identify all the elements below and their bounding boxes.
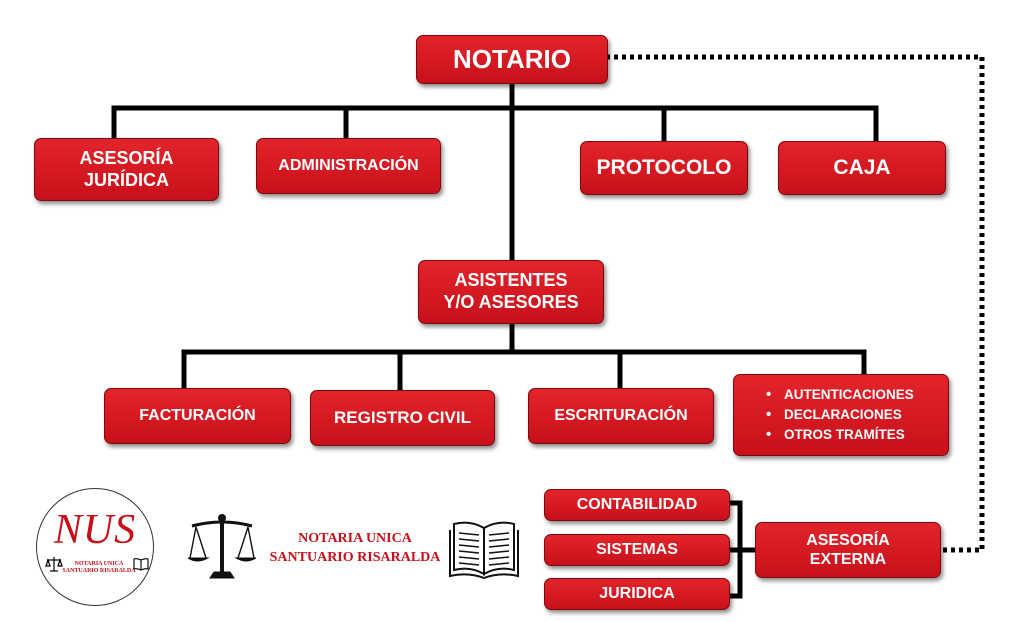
nus-logo: NUS NOTARIA UNICA SANTUARIO RISARALDA <box>36 488 154 606</box>
small-scales-icon <box>45 557 63 572</box>
nus-logo-caption-1: NOTARIA UNICA <box>74 561 124 567</box>
protocolo-label: PROTOCOLO <box>596 156 732 180</box>
tramite-declaraciones: DECLARACIONES <box>766 405 914 425</box>
nus-monogram: NUS <box>53 507 137 553</box>
asistentes-label-2: Y/O ASESORES <box>443 292 579 312</box>
asistentes-label-1: ASISTENTES <box>454 270 568 291</box>
notaria-name: NOTARIA UNICA SANTUARIO RISARALDA <box>262 530 448 568</box>
facturacion-label: FACTURACIÓN <box>139 407 256 425</box>
asesoria-juridica-box[interactable]: ASESORÍA JURÍDICA <box>34 138 219 201</box>
registro-civil-box[interactable]: REGISTRO CIVIL <box>310 390 495 446</box>
open-book-icon <box>449 521 519 580</box>
notaria-name-line-2: SANTUARIO RISARALDA <box>269 549 441 565</box>
tramite-otros: OTROS TRAMÍTES <box>766 425 914 445</box>
caja-box[interactable]: CAJA <box>778 141 946 195</box>
small-book-icon <box>133 558 149 571</box>
caja-label: CAJA <box>833 156 891 180</box>
tramite-autenticaciones: AUTENTICACIONES <box>766 385 914 405</box>
nus-logo-caption: NOTARIA UNICA SANTUARIO RISARALDA <box>61 561 137 575</box>
asesoria-juridica-label-2: JURÍDICA <box>83 169 169 190</box>
sistemas-box[interactable]: SISTEMAS <box>544 534 730 566</box>
notario-box[interactable]: NOTARIO <box>416 35 608 84</box>
registro-civil-label: REGISTRO CIVIL <box>334 407 471 427</box>
contabilidad-box[interactable]: CONTABILIDAD <box>544 489 730 521</box>
administracion-box[interactable]: ADMINISTRACIÓN <box>256 138 441 194</box>
administracion-label: ADMINISTRACIÓN <box>278 157 419 175</box>
contabilidad-label: CONTABILIDAD <box>576 496 698 514</box>
notaria-name-line-1: NOTARIA UNICA <box>298 531 412 546</box>
tramites-box[interactable]: AUTENTICACIONES DECLARACIONES OTROS TRAM… <box>733 374 949 456</box>
sistemas-label: SISTEMAS <box>596 541 678 559</box>
tramites-list: AUTENTICACIONES DECLARACIONES OTROS TRAM… <box>766 385 914 445</box>
asistentes-box[interactable]: ASISTENTES Y/O ASESORES <box>418 260 604 324</box>
protocolo-box[interactable]: PROTOCOLO <box>580 141 748 195</box>
nus-logo-caption-2: SANTUARIO RISARALDA <box>62 567 136 574</box>
notario-label: NOTARIO <box>453 43 571 74</box>
juridica-label: JURIDICA <box>599 585 675 603</box>
asesoria-juridica-label-1: ASESORÍA <box>79 147 174 168</box>
escrituracion-label: ESCRITURACIÓN <box>554 407 688 425</box>
asesoria-externa-label-2: EXTERNA <box>809 551 887 568</box>
scales-of-justice-icon <box>188 514 256 579</box>
asesoria-externa-label-1: ASESORÍA <box>806 531 890 549</box>
facturacion-box[interactable]: FACTURACIÓN <box>104 388 291 444</box>
asesoria-externa-box[interactable]: ASESORÍA EXTERNA <box>755 522 941 578</box>
juridica-box[interactable]: JURIDICA <box>544 578 730 610</box>
escrituracion-box[interactable]: ESCRITURACIÓN <box>528 388 714 444</box>
